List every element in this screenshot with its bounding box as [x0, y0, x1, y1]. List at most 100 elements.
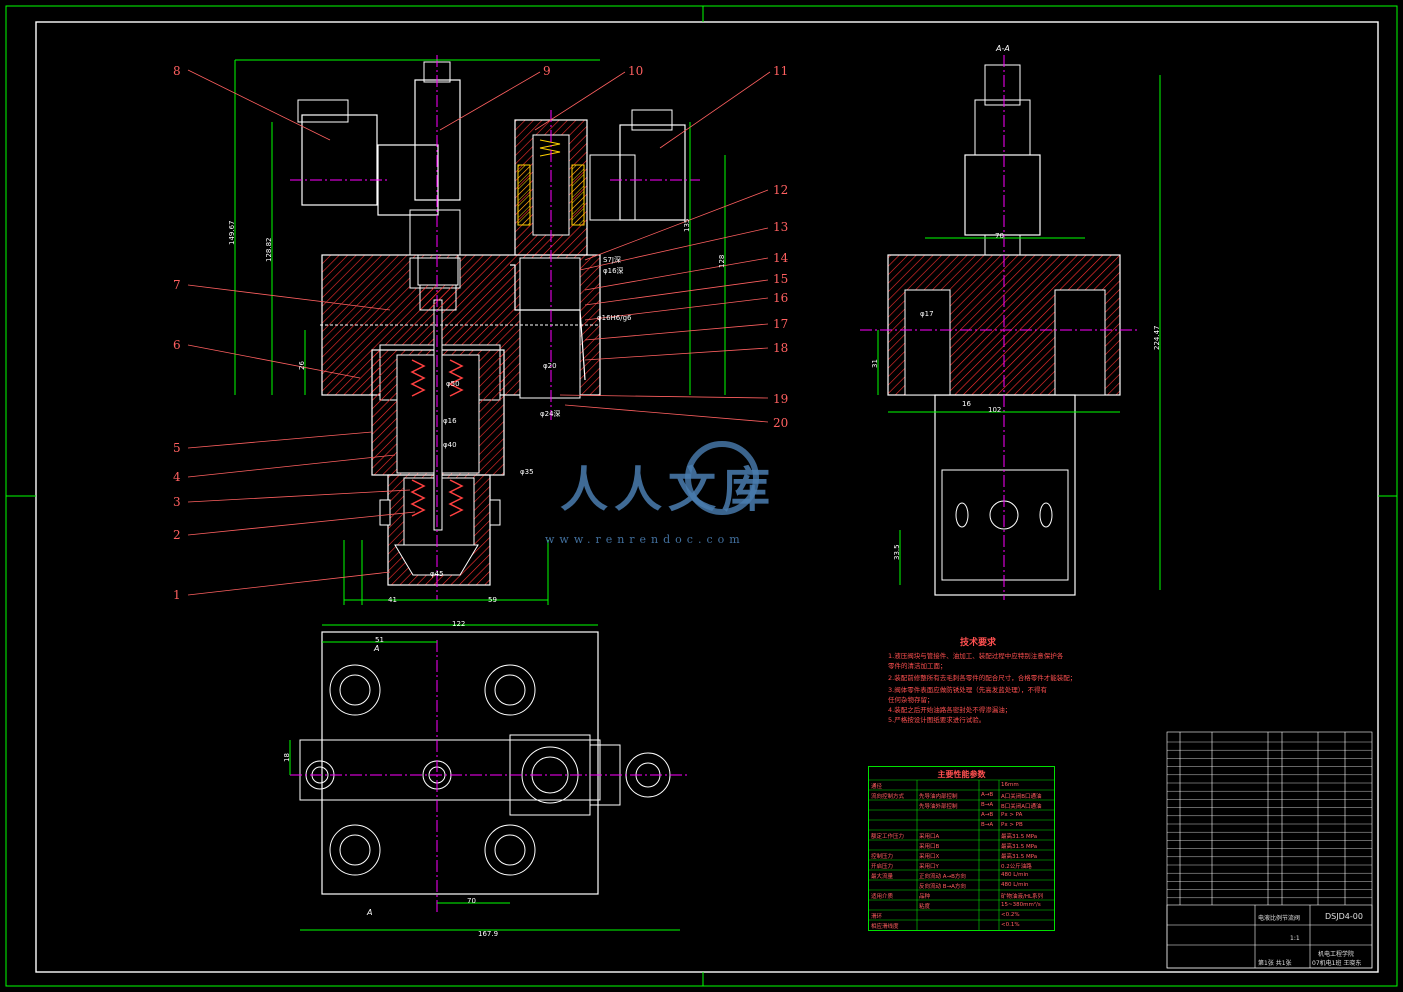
performance-table-cell: 开启压力 — [871, 864, 894, 870]
performance-table-cell: 采用口A — [919, 834, 940, 840]
dim-phi50: φ50 — [446, 380, 460, 388]
performance-table-cell: B→A — [981, 802, 994, 808]
performance-table-cell: 流向控制方式 — [871, 794, 905, 800]
front-section-view — [234, 55, 726, 605]
performance-table-cell: 通径 — [871, 784, 883, 790]
callout-6: 6 — [173, 338, 181, 352]
performance-table-cell: 480 L/min — [1001, 882, 1029, 888]
callout-18: 18 — [773, 341, 789, 355]
performance-table-title: 主要性能参数 — [937, 770, 986, 779]
performance-table-cell: 品种 — [919, 894, 931, 900]
performance-table-cell: 采用口Y — [919, 864, 939, 870]
performance-table-cell: 粘度 — [919, 904, 931, 910]
performance-table-cell: Px > PB — [1001, 822, 1023, 828]
dim-phi16h6: φ16H6/g6 — [597, 314, 632, 322]
dim-phi17: φ17 — [920, 310, 934, 318]
performance-table-cell: 先导油外部控制 — [919, 804, 958, 810]
dim-70-plan: 70 — [467, 897, 476, 905]
callout-10: 10 — [628, 64, 644, 78]
callout-8: 8 — [173, 64, 181, 78]
performance-table-cell: 15~380mm²/s — [1001, 902, 1041, 908]
performance-table-cell: B→A — [981, 822, 994, 828]
callout-11: 11 — [773, 64, 789, 78]
dim-128: 128.82 — [265, 237, 273, 263]
dim-s7j: S7J深 — [603, 256, 621, 264]
performance-table-cell: 最高31.5 MPa — [1001, 834, 1038, 840]
dim-phi16: φ16深 — [603, 267, 624, 275]
dim-phi16-b: φ16 — [443, 417, 457, 425]
callout-1: 1 — [173, 588, 181, 602]
title-block-rows — [1167, 741, 1372, 898]
performance-table-cell: 反向流动 B→A方向 — [919, 884, 966, 890]
callout-14: 14 — [773, 251, 789, 265]
callout-16: 16 — [773, 291, 789, 305]
dim-phi45: φ45 — [430, 570, 444, 578]
tech-line-1: 1.液压阀块与管接件、油加工、装配过程中应特别注意保护各 — [888, 652, 1064, 660]
tech-line-7: 5.严格按设计图纸要求进行试验。 — [888, 716, 986, 724]
dim-phi40: φ40 — [443, 441, 457, 449]
callout-12: 12 — [773, 183, 789, 197]
side-view — [860, 55, 1161, 600]
tech-line-5: 任何杂物存留； — [888, 696, 934, 704]
performance-table-cell: 正向流动 A→B方向 — [919, 874, 966, 880]
dim-phi24: φ24深 — [540, 410, 561, 418]
title-block-sheet: 第1张 共1张 — [1258, 960, 1292, 967]
performance-table-cell: 采用口B — [919, 844, 940, 850]
dim-102: 102 — [988, 406, 1002, 414]
section-mark-a-top: A — [374, 644, 380, 653]
performance-table-cell: 480 L/min — [1001, 872, 1029, 878]
performance-table-cell: <0.1% — [1001, 922, 1020, 928]
tech-line-2: 零件的清洁加工面； — [888, 662, 947, 670]
dim-70: 70 — [995, 232, 1004, 240]
section-mark-a-bottom: A — [367, 908, 373, 917]
performance-table-cell: 最大流量 — [871, 874, 894, 880]
title-block-class: 07机电1班 王晓东 — [1312, 960, 1362, 967]
watermark-text: 人人文库 — [560, 462, 777, 518]
performance-table-cell: 采用口X — [919, 854, 940, 860]
watermark-url: www.renrendoc.com — [545, 533, 745, 546]
performance-table-cell: B口关闭A口通油 — [1001, 804, 1042, 810]
callout-2: 2 — [173, 528, 181, 542]
dim-41: 41 — [388, 596, 397, 604]
performance-table-cell: Px > PA — [1001, 812, 1023, 818]
performance-table-cell: 先导油内部控制 — [919, 794, 958, 800]
callout-19: 19 — [773, 392, 789, 406]
performance-table-cell: A口关闭B口通油 — [1001, 794, 1042, 800]
performance-table-cell: 控制压力 — [871, 854, 894, 860]
callout-9: 9 — [543, 64, 551, 78]
performance-table-cell: A→B — [981, 812, 994, 818]
performance-table-cell: 相应滑线度 — [871, 924, 899, 930]
performance-table-cell: 最高31.5 MPa — [1001, 854, 1038, 860]
callout-leaders — [187, 69, 771, 596]
performance-table-cell: 滑环 — [871, 914, 883, 920]
dim-16: 16 — [962, 400, 971, 408]
dim-135: 135 — [683, 218, 691, 232]
dim-224: 224.47 — [1153, 325, 1161, 351]
dim-31: 31 — [871, 359, 879, 368]
title-block-school: 机电工程学院 — [1318, 951, 1355, 958]
performance-table-cell: 最高31.5 MPa — [1001, 844, 1038, 850]
dim-51: 51 — [375, 636, 384, 644]
dim-phi35: φ35 — [520, 468, 534, 476]
performance-table-cell: <0.2% — [1001, 912, 1020, 918]
callout-7: 7 — [173, 278, 181, 292]
watermark-logo-ring — [685, 441, 759, 515]
dim-phi20: φ20 — [543, 362, 557, 370]
performance-table-cell: 适用介质 — [871, 894, 894, 900]
performance-table-cell: 0.2公斤油路 — [1001, 864, 1032, 870]
dim-128-r: 128 — [718, 254, 726, 268]
plan-view — [289, 624, 690, 931]
performance-table-cell: A→B — [981, 792, 994, 798]
title-block-drawing-number: DSJD4-00 — [1325, 912, 1363, 921]
callout-5: 5 — [173, 441, 181, 455]
callout-3: 3 — [173, 495, 181, 509]
dim-18: 18 — [283, 753, 291, 762]
dim-26: 26 — [298, 361, 306, 370]
callout-13: 13 — [773, 220, 789, 234]
callout-4: 4 — [173, 470, 181, 484]
performance-table-cell: 矿物油液/HL系列 — [1001, 894, 1044, 900]
section-mark-aa: A-A — [996, 44, 1010, 53]
tech-line-3: 2.装配前修整所有去毛刺各零件的配合尺寸，合格零件才能装配； — [888, 674, 1077, 682]
